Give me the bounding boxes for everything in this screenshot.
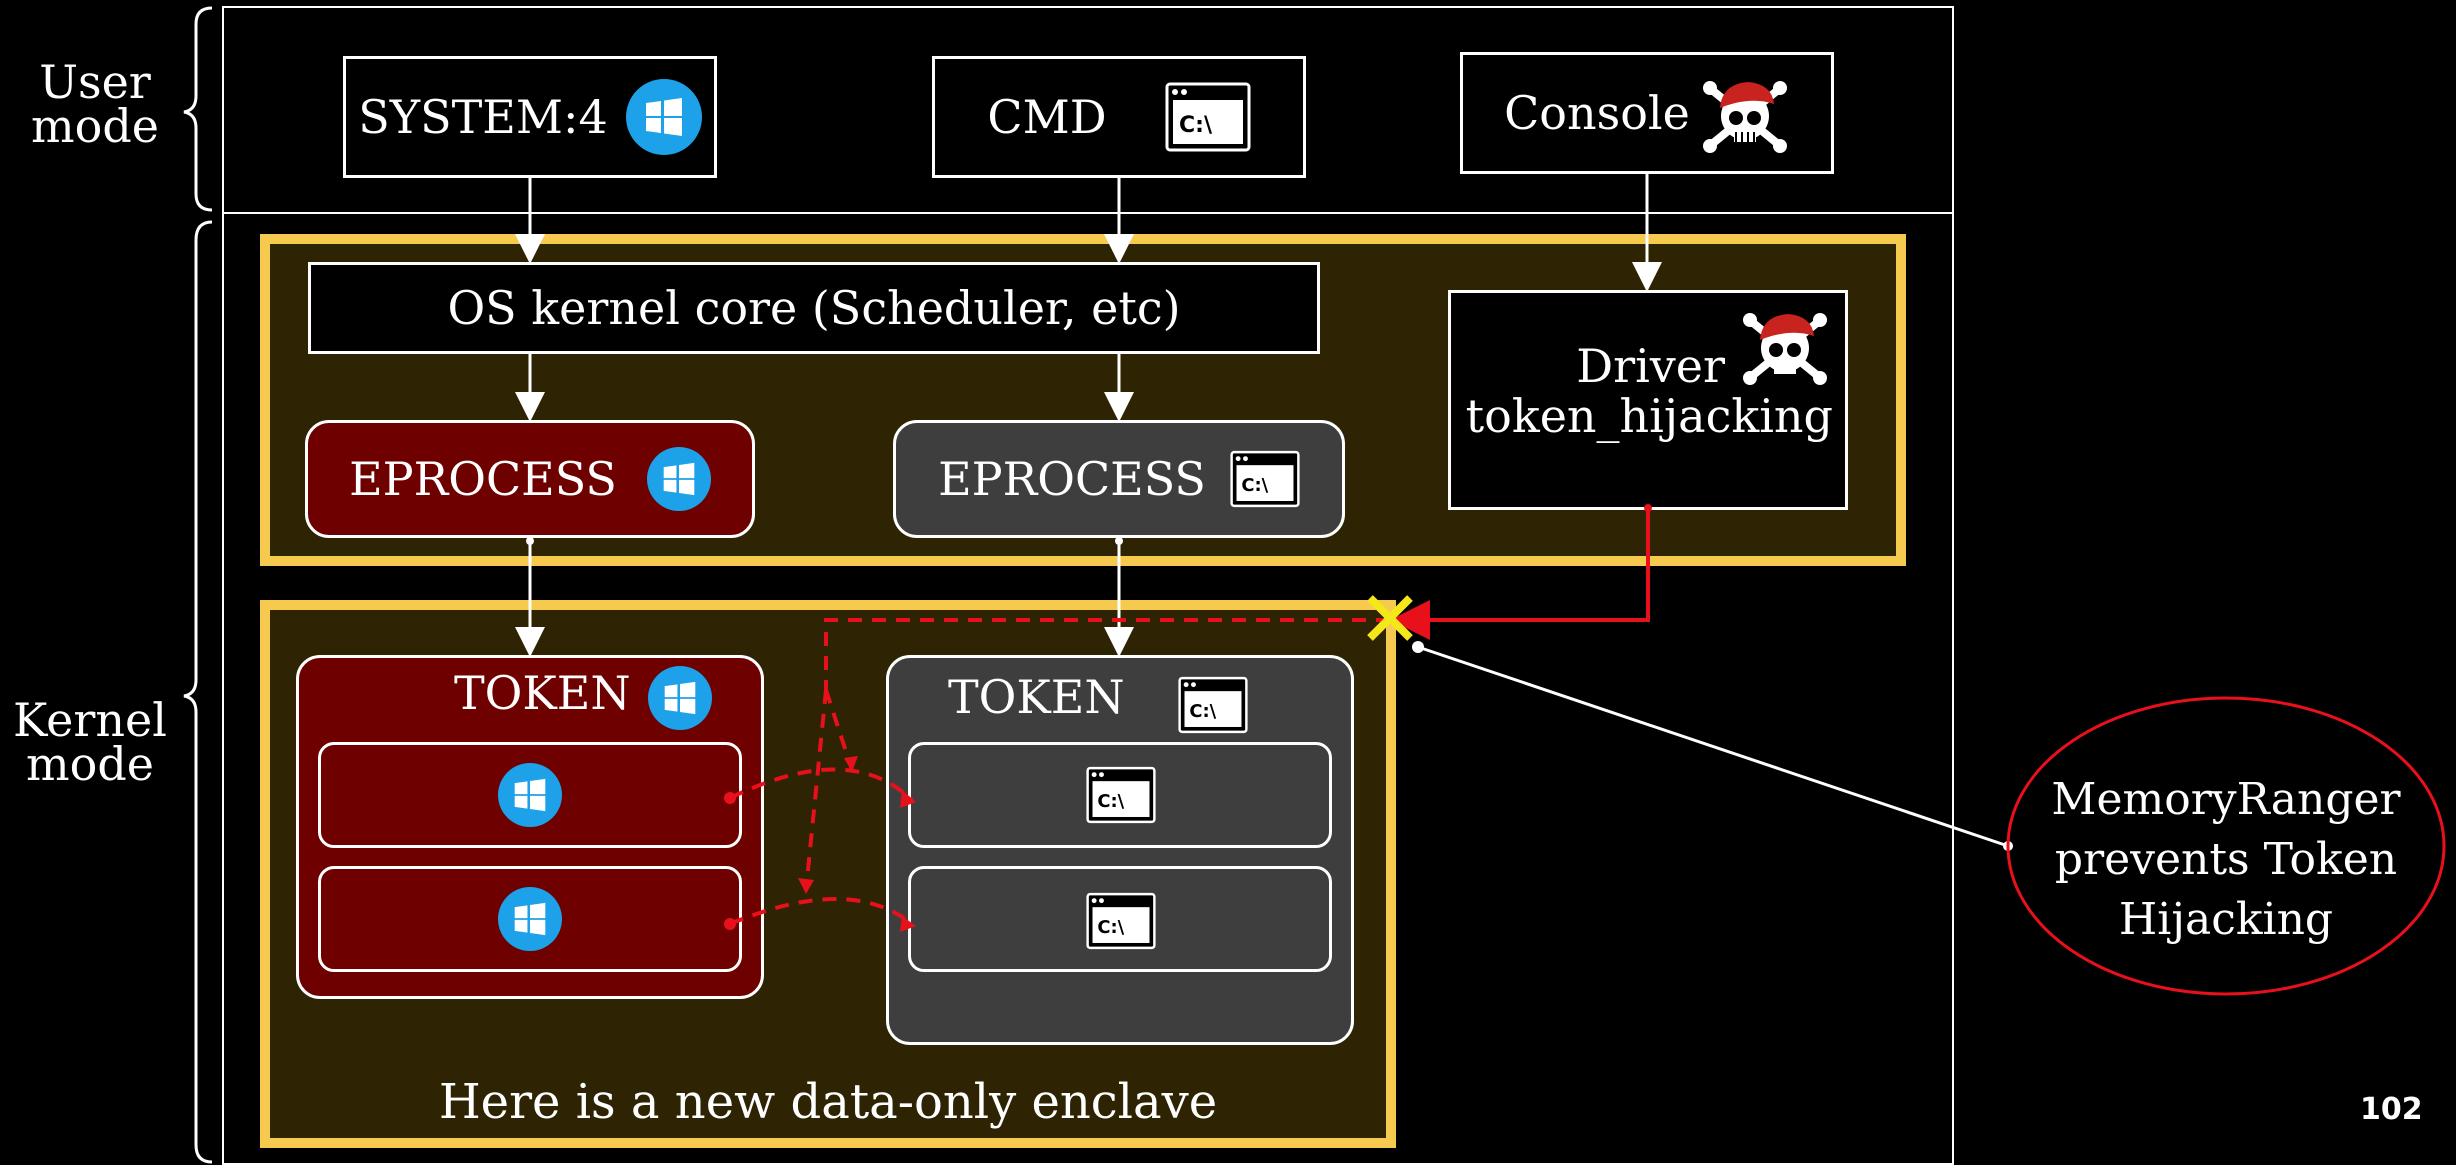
cmd-window-icon: C:\ [1178, 676, 1248, 734]
memoryranger-callout: MemoryRanger prevents Token Hijacking [2010, 770, 2442, 950]
blocked-x-icon [1367, 595, 1424, 653]
callout-line2: prevents Token [2054, 834, 2398, 885]
token-system-label: TOKEN [454, 666, 631, 720]
eprocess-system-box: EPROCESS [305, 420, 755, 538]
eprocess-system-label: EPROCESS [349, 452, 617, 506]
callout-line3: Hijacking [2118, 894, 2334, 945]
cmd-icon-text: C:\ [1179, 113, 1213, 138]
kernel-mode-label: Kernel mode [0, 693, 180, 791]
mode-divider [222, 212, 1954, 214]
driver-label-line2: token_hijacking [1465, 389, 1833, 443]
kernel-mode-label-line1: Kernel [13, 693, 167, 747]
cmd-window-icon: C:\ [1165, 82, 1251, 152]
eprocess-cmd-box: EPROCESS C:\ [893, 420, 1345, 538]
windows-logo-icon [648, 666, 712, 730]
outer-frame [222, 6, 1954, 1165]
cmd-window-icon: C:\ [1086, 766, 1156, 824]
cmd-icon-text: C:\ [1097, 791, 1124, 812]
console-process-label: Console [1504, 86, 1690, 140]
callout-line1: MemoryRanger [2051, 774, 2401, 825]
cmd-window-icon: C:\ [1086, 892, 1156, 950]
cmd-process-label: CMD [987, 90, 1107, 144]
cmd-icon-text: C:\ [1097, 917, 1124, 938]
windows-logo-icon [625, 79, 702, 155]
token-cmd-label: TOKEN [948, 670, 1125, 724]
system-process-label: SYSTEM:4 [358, 90, 608, 144]
cmd-icon-text: C:\ [1241, 475, 1268, 496]
driver-box: Driver token_hijacking [1448, 290, 1848, 510]
windows-logo-icon [646, 447, 711, 511]
cmd-icon-text: C:\ [1189, 701, 1216, 722]
cmd-window-icon: C:\ [1230, 450, 1300, 508]
windows-logo-icon [498, 887, 562, 951]
eprocess-cmd-label: EPROCESS [938, 452, 1206, 506]
pirate-skull-icon [1743, 313, 1827, 385]
enclave-caption: Here is a new data-only enclave [438, 1074, 1218, 1130]
page-number: 102 [2360, 1092, 2423, 1127]
user-mode-label: User mode [10, 55, 180, 153]
kernel-mode-label-line2: mode [26, 737, 154, 791]
windows-logo-icon [498, 763, 562, 827]
driver-label-line1: Driver [1576, 339, 1725, 393]
cmd-process-box: CMD C:\ [932, 56, 1306, 178]
os-kernel-core-label: OS kernel core (Scheduler, etc) [447, 281, 1181, 335]
os-kernel-core-box: OS kernel core (Scheduler, etc) [308, 262, 1320, 354]
console-process-box: Console [1460, 52, 1834, 174]
callout-ellipse [2006, 696, 2446, 996]
system-process-box: SYSTEM:4 [343, 56, 717, 178]
user-mode-label-line1: User [39, 55, 151, 109]
pirate-skull-icon [1702, 81, 1787, 153]
user-mode-label-line2: mode [31, 99, 159, 153]
